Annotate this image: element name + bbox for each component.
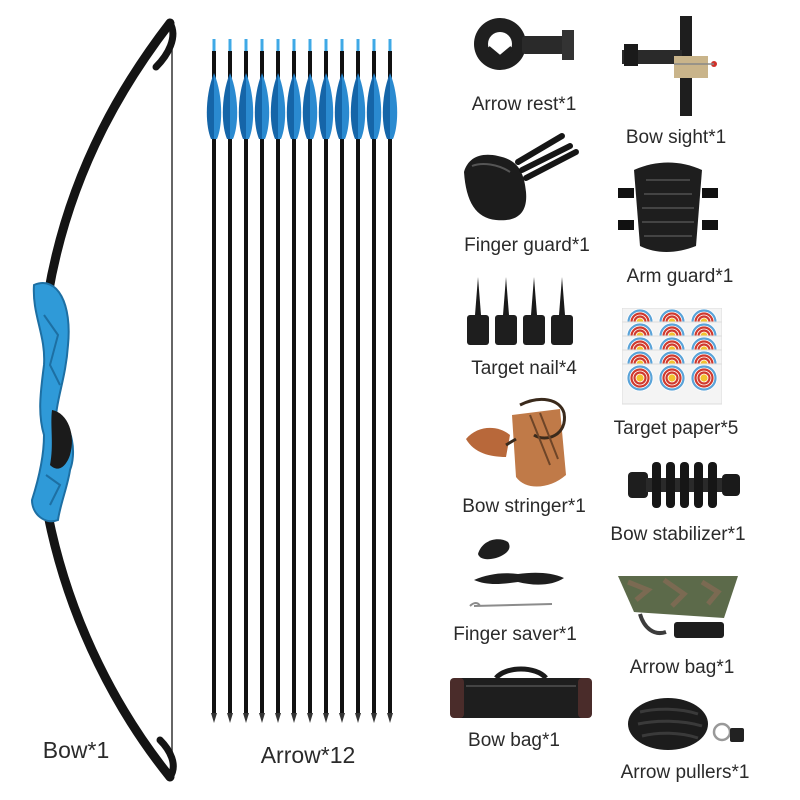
target-paper-image <box>622 308 722 405</box>
label-target-paper: Target paper*5 <box>613 418 739 439</box>
bow-bag-image <box>450 666 592 718</box>
finger-saver-image <box>469 539 564 607</box>
label-bow-bag: Bow bag*1 <box>468 730 560 751</box>
arrow-rest-image <box>474 18 574 70</box>
arrow <box>318 39 334 723</box>
label-arm-guard: Arm guard*1 <box>626 266 734 287</box>
upper-limb <box>43 18 175 300</box>
arrow <box>366 39 382 723</box>
label-finger-guard: Finger guard*1 <box>464 235 590 256</box>
lower-limb <box>43 510 175 782</box>
target-nail <box>551 277 573 345</box>
arm-guard-image <box>618 162 718 252</box>
target-paper-sheet <box>622 363 722 405</box>
label-arrow-rest: Arrow rest*1 <box>471 94 577 115</box>
arrow <box>334 39 350 723</box>
arrow <box>206 39 222 723</box>
arrow <box>286 39 302 723</box>
label-bow-sight: Bow sight*1 <box>625 127 727 148</box>
bow-stringer-image <box>466 397 566 487</box>
arrow <box>350 39 366 723</box>
arrow <box>222 39 238 723</box>
target-nail <box>467 277 489 345</box>
finger-guard-image <box>464 133 579 221</box>
bow-sight-image <box>622 16 717 116</box>
arrow <box>254 39 270 723</box>
label-finger-saver: Finger saver*1 <box>453 624 577 645</box>
target-nail <box>495 277 517 345</box>
label-bow: Bow*1 <box>42 737 110 763</box>
target-nails-image <box>467 277 573 345</box>
arrow <box>382 39 398 723</box>
arrow-bag-image <box>618 576 738 638</box>
arrow <box>270 39 286 723</box>
bow-grip <box>50 410 72 469</box>
arrow <box>238 39 254 723</box>
bow-riser <box>30 282 75 523</box>
arrows-bundle <box>206 39 398 723</box>
label-arrow-pullers: Arrow pullers*1 <box>620 762 750 783</box>
recurve-bow <box>30 18 177 782</box>
target-nail <box>523 277 545 345</box>
label-bow-stringer: Bow stringer*1 <box>462 496 586 517</box>
label-bow-stabilizer: Bow stabilizer*1 <box>610 524 746 545</box>
label-arrow-bag: Arrow bag*1 <box>629 657 735 678</box>
label-arrows: Arrow*12 <box>260 742 356 768</box>
arrow-pullers-image <box>628 698 744 750</box>
arrow <box>302 39 318 723</box>
bow-stabilizer-image <box>628 462 740 508</box>
label-target-nail: Target nail*4 <box>471 358 577 379</box>
